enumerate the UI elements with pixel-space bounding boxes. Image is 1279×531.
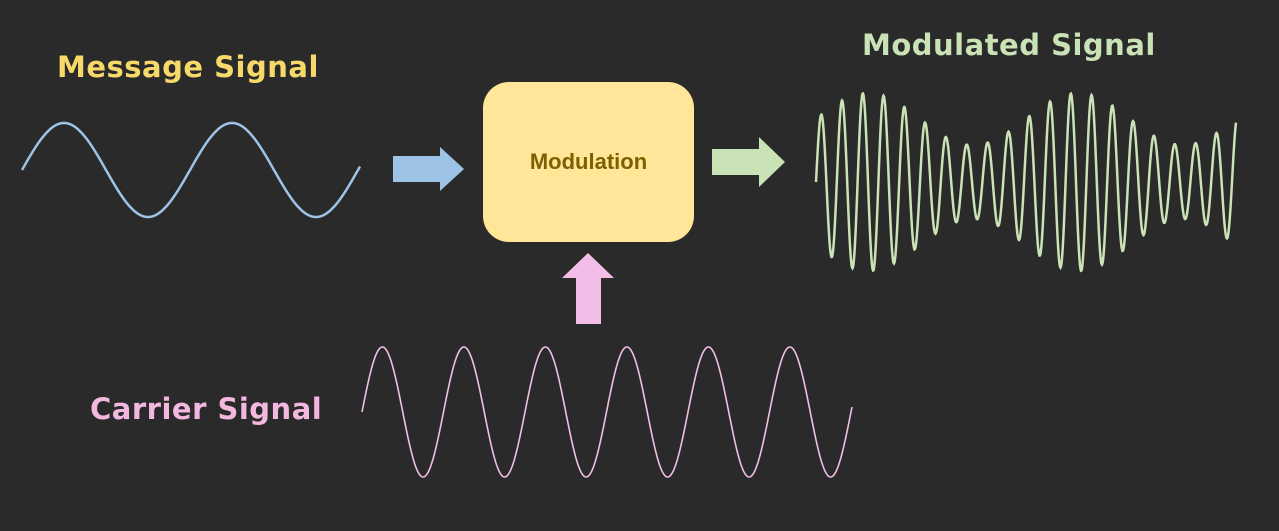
modulation-block-label: Modulation [529, 149, 648, 174]
carrier-signal-label: Carrier Signal [90, 392, 323, 426]
modulation-block: Modulation [483, 82, 694, 242]
arrow-up-icon [562, 253, 614, 324]
arrow-right-icon [393, 147, 464, 191]
modulated-signal-wave [814, 91, 1238, 273]
message-signal-label: Message Signal [57, 50, 319, 84]
message-signal-wave [20, 121, 362, 219]
arrow-right-icon [712, 137, 785, 187]
carrier-signal-wave [361, 346, 853, 478]
modulated-signal-label: Modulated Signal [862, 28, 1156, 62]
